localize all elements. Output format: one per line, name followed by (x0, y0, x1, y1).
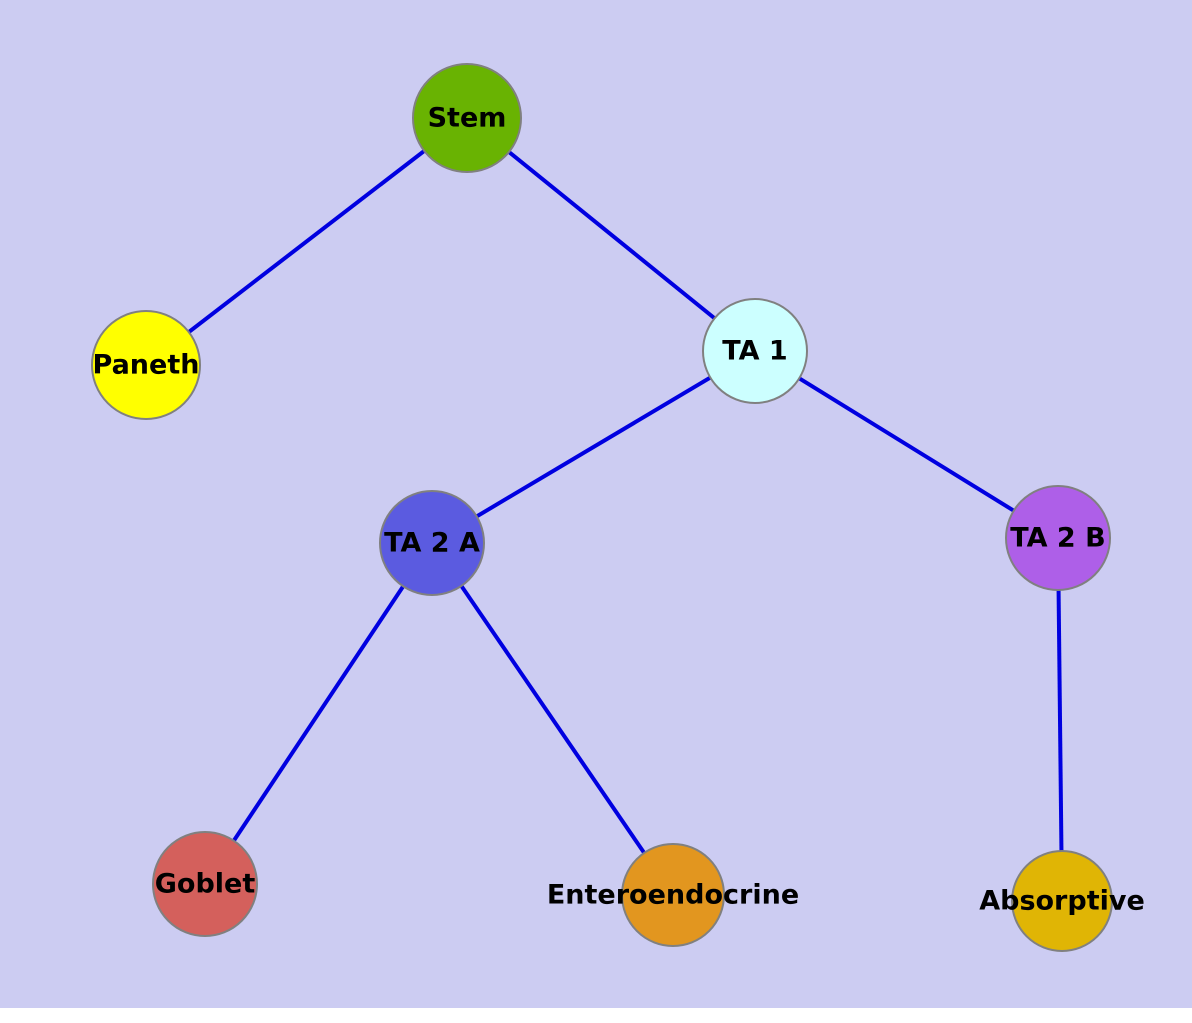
node-circle-stem[interactable] (412, 63, 522, 173)
edge-stem-paneth (144, 116, 469, 367)
node-circle-goblet[interactable] (152, 831, 258, 937)
node-goblet[interactable]: Goblet (152, 831, 258, 937)
node-circle-enteroendocrine[interactable] (621, 843, 725, 947)
node-circle-ta2a[interactable] (379, 490, 485, 596)
node-enteroendocrine[interactable]: Enteroendocrine (547, 843, 799, 947)
node-stem[interactable]: Stem (412, 63, 522, 173)
edge-ta1-ta2a (430, 349, 757, 545)
edge-stem-ta1 (465, 116, 757, 353)
edge-ta2b-absorptive (1056, 537, 1064, 902)
node-ta2b[interactable]: TA 2 B (1005, 485, 1111, 591)
edge-ta2a-enteroendocrine (430, 541, 675, 897)
node-circle-absorptive[interactable] (1011, 850, 1113, 952)
node-absorptive[interactable]: Absorptive (979, 850, 1145, 952)
node-paneth[interactable]: Paneth (91, 310, 201, 420)
edge-ta2a-goblet (203, 541, 434, 886)
node-circle-ta2b[interactable] (1005, 485, 1111, 591)
node-circle-ta1[interactable] (702, 298, 808, 404)
edge-ta1-ta2b (753, 349, 1060, 540)
node-ta2a[interactable]: TA 2 A (379, 490, 485, 596)
node-ta1[interactable]: TA 1 (702, 298, 808, 404)
node-circle-paneth[interactable] (91, 310, 201, 420)
edges-layer (144, 116, 1064, 902)
